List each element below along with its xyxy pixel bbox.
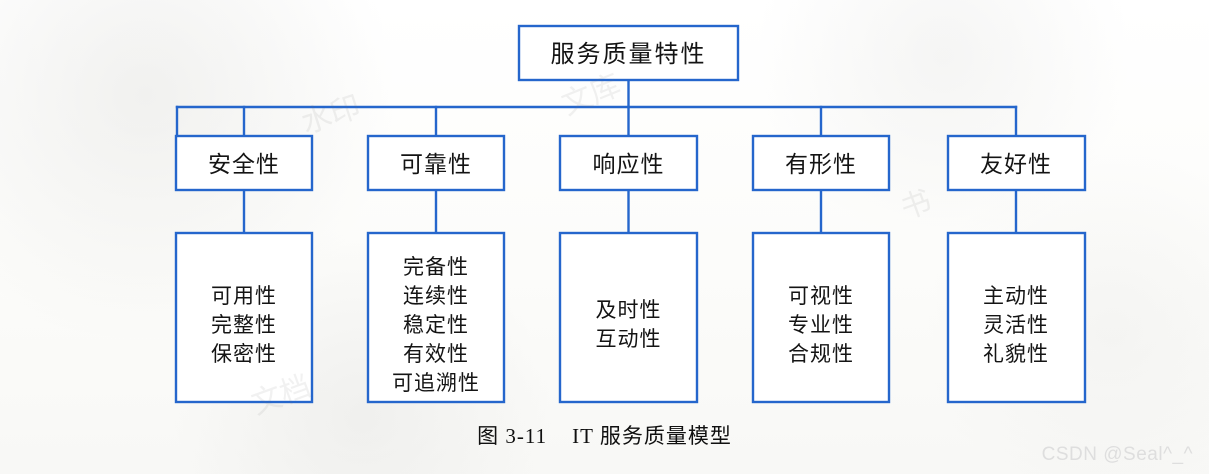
node-tangibility-label: 有形性 bbox=[785, 152, 857, 177]
node-reliability[interactable]: 可靠性 bbox=[366, 134, 506, 192]
figure-caption: 图 3-11 IT 服务质量模型 bbox=[477, 424, 732, 448]
leaf-friendliness-box bbox=[946, 231, 1087, 404]
leaf-tangibility-attributes[interactable]: 可视性 专业性 合规性 bbox=[751, 231, 891, 404]
leaf-friendliness-line-3: 礼貌性 bbox=[983, 342, 1049, 366]
leaf-reliability-line-4: 有效性 bbox=[403, 342, 469, 366]
leaf-security-box bbox=[174, 231, 314, 404]
node-responsiveness[interactable]: 响应性 bbox=[558, 134, 699, 192]
leaf-responsiveness-line-2: 互动性 bbox=[596, 327, 662, 351]
node-friendliness[interactable]: 友好性 bbox=[946, 134, 1087, 192]
leaf-friendliness-line-1: 主动性 bbox=[983, 284, 1049, 308]
leaf-responsiveness-line-1: 及时性 bbox=[596, 298, 662, 322]
node-tangibility-box bbox=[751, 134, 891, 192]
leaf-security-line-3: 保密性 bbox=[211, 342, 277, 366]
leaf-friendliness-line-2: 灵活性 bbox=[983, 313, 1049, 337]
node-security-box bbox=[174, 134, 314, 192]
node-friendliness-label: 友好性 bbox=[980, 152, 1052, 177]
leaf-responsiveness-attributes[interactable]: 及时性 互动性 bbox=[558, 231, 699, 404]
node-security[interactable]: 安全性 bbox=[174, 134, 314, 192]
leaf-reliability-box bbox=[366, 231, 506, 404]
leaf-reliability-line-1: 完备性 bbox=[403, 255, 469, 279]
node-root-label: 服务质量特性 bbox=[551, 41, 707, 68]
node-tangibility[interactable]: 有形性 bbox=[751, 134, 891, 192]
node-responsiveness-box bbox=[558, 134, 699, 192]
leaf-reliability-line-2: 连续性 bbox=[403, 284, 469, 308]
node-root[interactable]: 服务质量特性 bbox=[517, 24, 740, 82]
node-root-box bbox=[517, 24, 740, 82]
leaf-reliability-attributes[interactable]: 完备性 连续性 稳定性 有效性 可追溯性 bbox=[366, 231, 506, 404]
leaf-security-line-1: 可用性 bbox=[211, 284, 277, 308]
node-reliability-box bbox=[366, 134, 506, 192]
leaf-security-attributes[interactable]: 可用性 完整性 保密性 bbox=[174, 231, 314, 404]
node-reliability-label: 可靠性 bbox=[400, 152, 472, 177]
leaf-tangibility-line-3: 合规性 bbox=[788, 342, 854, 366]
leaf-tangibility-line-1: 可视性 bbox=[788, 284, 854, 308]
leaf-friendliness-attributes[interactable]: 主动性 灵活性 礼貌性 bbox=[946, 231, 1087, 404]
connector-group bbox=[175, 78, 1018, 235]
node-friendliness-box bbox=[946, 134, 1087, 192]
leaf-reliability-line-5: 可追溯性 bbox=[392, 371, 480, 395]
node-security-label: 安全性 bbox=[208, 152, 280, 177]
leaf-tangibility-line-2: 专业性 bbox=[788, 313, 854, 337]
leaf-tangibility-box bbox=[751, 231, 891, 404]
leaf-security-line-2: 完整性 bbox=[211, 313, 277, 337]
leaf-reliability-line-3: 稳定性 bbox=[403, 313, 469, 337]
leaf-responsiveness-box bbox=[558, 231, 699, 404]
node-responsiveness-label: 响应性 bbox=[593, 152, 665, 177]
csdn-watermark: CSDN @Seal^_^ bbox=[1041, 444, 1193, 465]
